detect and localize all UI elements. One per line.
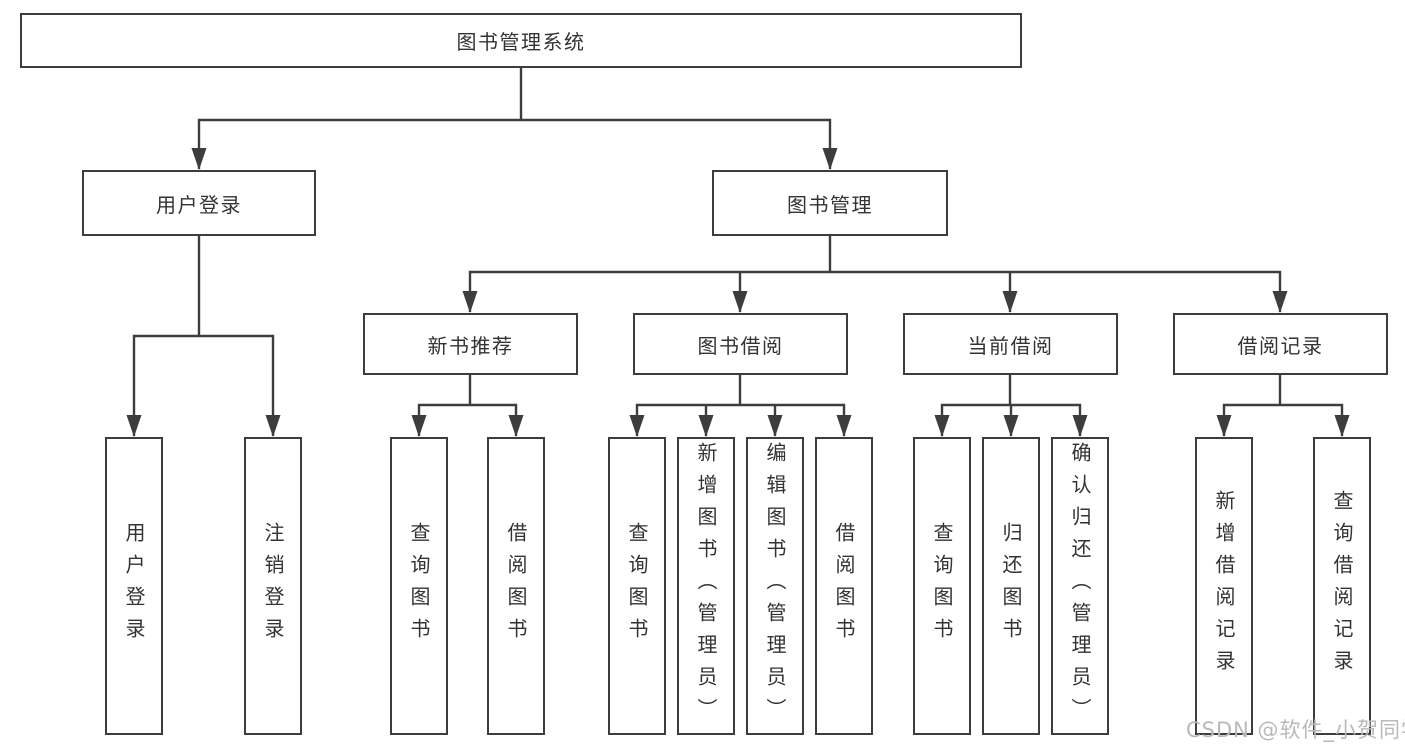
leaf-bb-edit-books-admin: 编辑图书（管理员） bbox=[746, 437, 804, 735]
leaf-br-query-record: 查询借阅记录 bbox=[1313, 437, 1371, 735]
node-library-system-label: 图书管理系统 bbox=[456, 30, 586, 54]
node-current-borrow-label: 当前借阅 bbox=[967, 333, 1054, 358]
leaf-bb-borrow-books-label: 借阅图书 bbox=[832, 522, 856, 650]
leaf-nb-query-books-label: 查询图书 bbox=[407, 522, 431, 650]
node-new-book-recommend: 新书推荐 bbox=[363, 313, 578, 375]
node-book-management: 图书管理 bbox=[712, 170, 948, 236]
leaf-nb-borrow-books-label: 借阅图书 bbox=[504, 522, 528, 650]
node-book-management-label: 图书管理 bbox=[787, 192, 873, 217]
node-library-system: 图书管理系统 bbox=[20, 13, 1022, 68]
leaf-cb-query-books-label: 查询图书 bbox=[930, 522, 954, 650]
leaf-br-add-record: 新增借阅记录 bbox=[1195, 437, 1253, 735]
leaf-nb-query-books: 查询图书 bbox=[390, 437, 448, 735]
node-current-borrow: 当前借阅 bbox=[903, 313, 1118, 375]
node-book-borrow: 图书借阅 bbox=[633, 313, 848, 375]
leaf-nb-borrow-books: 借阅图书 bbox=[487, 437, 545, 735]
node-user-login: 用户登录 bbox=[82, 170, 316, 236]
node-new-book-recommend-label: 新书推荐 bbox=[427, 333, 514, 358]
csdn-watermark: CSDN @软件_小贺同学 bbox=[1186, 718, 1405, 742]
node-book-borrow-label: 图书借阅 bbox=[697, 333, 784, 358]
leaf-bb-query-books-label: 查询图书 bbox=[625, 522, 649, 650]
leaf-cb-return-books-label: 归还图书 bbox=[999, 522, 1023, 650]
leaf-br-add-record-label: 新增借阅记录 bbox=[1212, 490, 1236, 682]
leaf-user-login: 用户登录 bbox=[105, 437, 163, 735]
leaf-bb-query-books: 查询图书 bbox=[608, 437, 666, 735]
leaf-cb-return-books: 归还图书 bbox=[982, 437, 1040, 735]
leaf-cb-query-books: 查询图书 bbox=[913, 437, 971, 735]
leaf-bb-edit-books-admin-label: 编辑图书（管理员） bbox=[763, 442, 787, 730]
leaf-logout: 注销登录 bbox=[244, 437, 302, 735]
leaf-cb-confirm-return-admin: 确认归还（管理员） bbox=[1051, 437, 1109, 735]
leaf-bb-add-books-admin-label: 新增图书（管理员） bbox=[694, 442, 718, 730]
leaf-user-login-label: 用户登录 bbox=[122, 522, 146, 650]
leaf-bb-add-books-admin: 新增图书（管理员） bbox=[677, 437, 735, 735]
node-borrow-records-label: 借阅记录 bbox=[1237, 333, 1324, 358]
leaf-bb-borrow-books: 借阅图书 bbox=[815, 437, 873, 735]
leaf-logout-label: 注销登录 bbox=[261, 522, 285, 650]
leaf-br-query-record-label: 查询借阅记录 bbox=[1330, 490, 1354, 682]
leaf-cb-confirm-return-admin-label: 确认归还（管理员） bbox=[1068, 442, 1092, 730]
node-user-login-label: 用户登录 bbox=[156, 192, 242, 217]
node-borrow-records: 借阅记录 bbox=[1173, 313, 1388, 375]
